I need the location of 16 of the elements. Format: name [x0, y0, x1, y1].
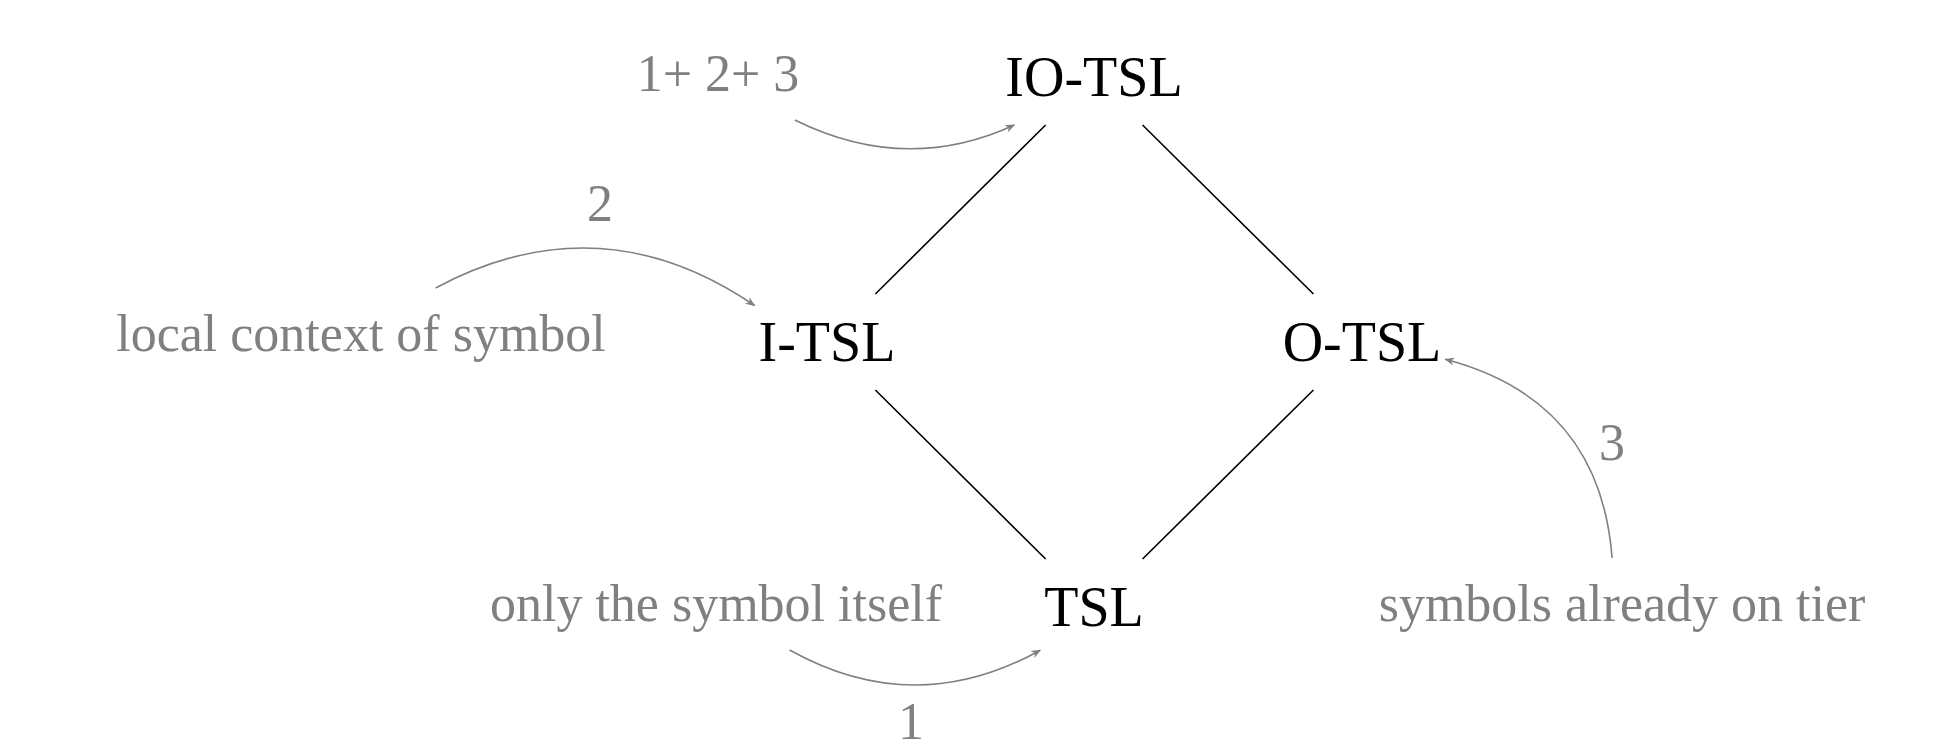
- annotation-text: 1+ 2+ 3: [636, 48, 800, 100]
- class-label: IO-TSL: [1005, 49, 1183, 105]
- connector-line: [1141, 389, 1315, 560]
- connector-line: [874, 389, 1047, 560]
- annotation-text: only the symbol itself: [489, 578, 943, 630]
- annotation-text: local context of symbol: [116, 308, 606, 360]
- annotation-text: symbols already on tier: [1378, 578, 1866, 630]
- curved-arrow: [1444, 358, 1613, 559]
- class-label: TSL: [1044, 579, 1144, 635]
- class-label: I-TSL: [758, 314, 896, 370]
- curved-arrow: [794, 119, 1016, 150]
- curved-arrow: [788, 649, 1042, 686]
- connector-line: [874, 124, 1047, 295]
- curved-arrow: [434, 247, 756, 307]
- connector-line: [1141, 124, 1315, 295]
- class-label: O-TSL: [1282, 314, 1442, 370]
